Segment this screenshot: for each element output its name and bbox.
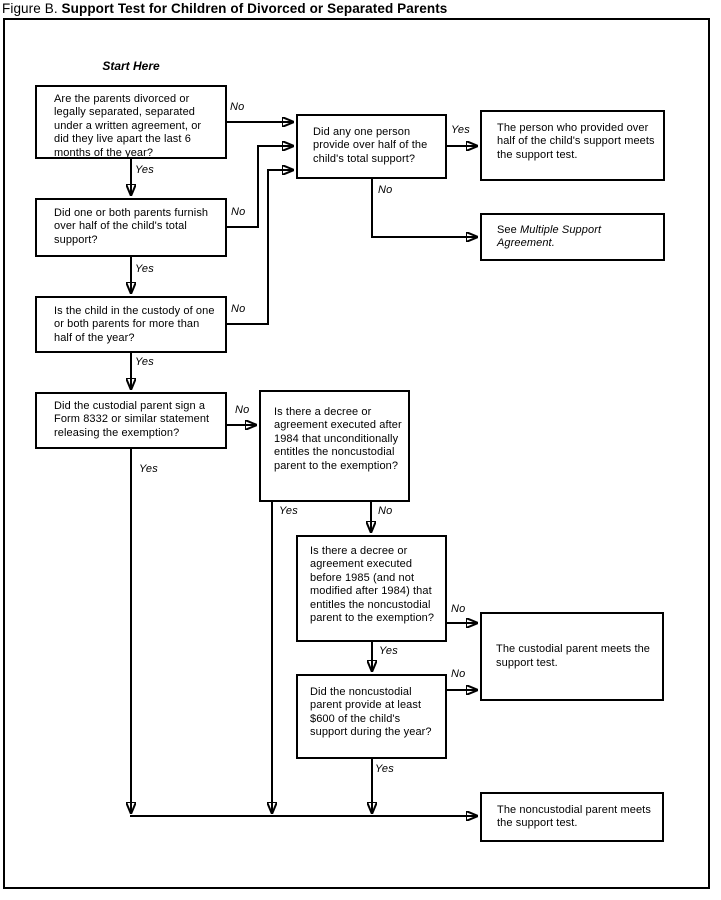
- node-result-custodial-parent-meets-test: The custodial parent meets the support t…: [480, 612, 664, 701]
- node-result-person-meets-test: The person who provided over half of the…: [480, 110, 665, 181]
- node-text: See Multiple Support Agreement.: [497, 224, 657, 251]
- node-decree-before-1985-question: Is there a decree or agreement executed …: [296, 535, 447, 642]
- node-result-noncustodial-parent-meets-test: The noncustodial parent meets the suppor…: [480, 792, 664, 842]
- node-text: Did one or both parents furnish over hal…: [54, 207, 209, 246]
- start-here-label: Start Here: [102, 59, 160, 73]
- node-parents-furnish-half-question: Did one or both parents furnish over hal…: [35, 198, 227, 257]
- node-text: Did the custodial parent sign a Form 833…: [54, 400, 210, 439]
- edge-label-q3-yes: Yes: [135, 356, 154, 368]
- node-text: Did the noncustodial parent provide at l…: [310, 686, 432, 739]
- node-text: The person who provided over half of the…: [497, 122, 655, 161]
- edge-label-q8-yes: Yes: [375, 763, 394, 775]
- edge-label-q2-no: No: [231, 206, 246, 218]
- node-text: Is the child in the custody of one or bo…: [54, 305, 215, 344]
- edge-label-q8-no: No: [451, 668, 466, 680]
- node-text-prefix: See: [497, 224, 521, 236]
- node-text: Is there a decree or agreement executed …: [310, 545, 435, 625]
- edge-label-q1-yes: Yes: [135, 164, 154, 176]
- node-parents-divorced-question: Are the parents divorced or legally sepa…: [35, 85, 227, 159]
- node-result-see-multiple-support-agreement: See Multiple Support Agreement.: [480, 213, 665, 261]
- node-text: Did any one person provide over half of …: [313, 126, 428, 165]
- edge-label-q6-yes: Yes: [279, 505, 298, 517]
- node-600-dollar-support-question: Did the noncustodial parent provide at l…: [296, 674, 447, 759]
- figure-title: Figure B. Support Test for Children of D…: [2, 1, 447, 16]
- figure-title-text: Support Test for Children of Divorced or…: [61, 1, 448, 16]
- edge-label-q2-yes: Yes: [135, 263, 154, 275]
- edge-label-q3-no: No: [231, 303, 246, 315]
- edge-q3-no-line: [227, 170, 294, 325]
- node-text: Is there a decree or agreement executed …: [274, 406, 402, 472]
- edge-label-q4-yes: Yes: [139, 463, 158, 475]
- node-text-italic: Multiple Support Agreement.: [497, 224, 602, 250]
- node-child-custody-question: Is the child in the custody of one or bo…: [35, 296, 227, 353]
- edge-label-q4-no: No: [235, 404, 250, 416]
- edge-label-q7-no: No: [451, 603, 466, 615]
- edge-label-q7-yes: Yes: [379, 645, 398, 657]
- edge-label-q6-no: No: [378, 505, 393, 517]
- edge-q5-no-line: [371, 179, 478, 237]
- figure-title-label: Figure B.: [2, 1, 58, 16]
- node-decree-after-1984-question: Is there a decree or agreement executed …: [259, 390, 410, 502]
- edge-label-q5-yes: Yes: [451, 124, 470, 136]
- node-text: The noncustodial parent meets the suppor…: [497, 803, 651, 829]
- edge-q2-no-line: [227, 146, 294, 228]
- edge-label-q5-no: No: [378, 184, 393, 196]
- node-any-one-person-question: Did any one person provide over half of …: [296, 114, 447, 179]
- node-text: Are the parents divorced or legally sepa…: [54, 93, 202, 159]
- node-form-8332-question: Did the custodial parent sign a Form 833…: [35, 392, 227, 449]
- diagram-border: [3, 18, 710, 889]
- edge-label-q1-no: No: [230, 101, 245, 113]
- node-text: The custodial parent meets the support t…: [496, 643, 651, 669]
